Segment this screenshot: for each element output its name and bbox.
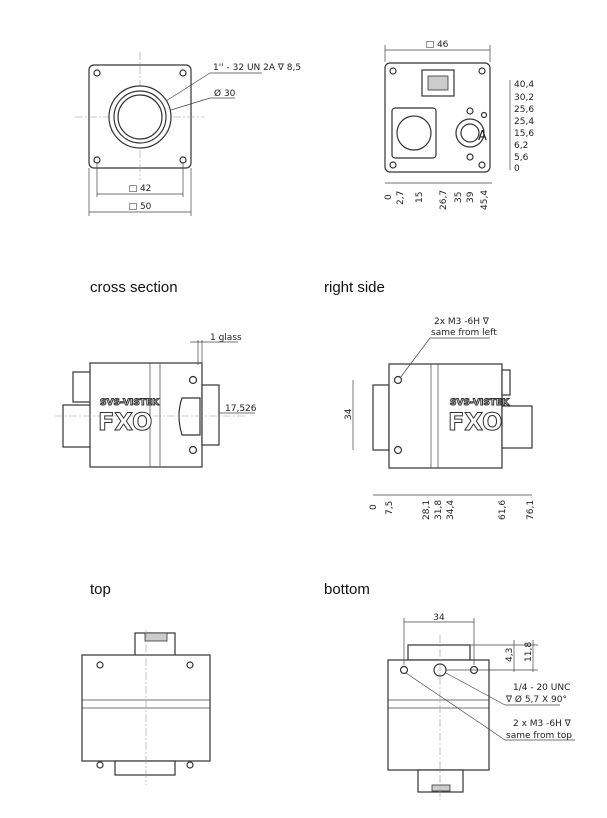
holes-label: 2 x M3 -6H ∇ bbox=[513, 719, 572, 729]
bottom-view: 34 4,3 11,8 1/4 - 20 UNC ∇ Ø 5,7 X 90° 2… bbox=[387, 613, 575, 800]
hole-note: same from left bbox=[431, 328, 497, 338]
svg-text:15,6: 15,6 bbox=[514, 129, 534, 139]
svg-text:25,6: 25,6 bbox=[514, 105, 534, 115]
back-width-label: □ 46 bbox=[426, 40, 449, 50]
svg-text:6,2: 6,2 bbox=[514, 141, 528, 151]
model-logo: FXO bbox=[98, 408, 152, 436]
heading-cross-section: cross section bbox=[90, 279, 178, 296]
svg-text:0: 0 bbox=[514, 164, 520, 174]
svg-text:76,1: 76,1 bbox=[526, 500, 536, 520]
svg-text:39: 39 bbox=[466, 191, 476, 203]
square-50-label: □ 50 bbox=[129, 202, 152, 212]
svg-text:0: 0 bbox=[384, 194, 394, 200]
height-34-label: 34 bbox=[344, 408, 354, 420]
back-right-dims: 40,4 30,2 25,6 25,4 15,6 6,2 5,6 0 bbox=[514, 80, 534, 174]
thread-label: 1'' - 32 UN 2A ∇ 8,5 bbox=[213, 63, 301, 73]
svg-text:61,6: 61,6 bbox=[498, 500, 508, 520]
svg-text:40,4: 40,4 bbox=[514, 80, 534, 90]
heading-bottom: bottom bbox=[324, 581, 370, 598]
dim-4-3: 4,3 bbox=[505, 648, 515, 662]
svg-text:31,8: 31,8 bbox=[434, 500, 444, 520]
svg-text:35: 35 bbox=[454, 192, 464, 203]
right-side-view: SVS-VISTEK FXO 2x M3 -6H ∇ same from lef… bbox=[344, 317, 536, 520]
heading-right-side: right side bbox=[324, 279, 385, 296]
svg-text:25,4: 25,4 bbox=[514, 117, 534, 127]
svg-text:2,7: 2,7 bbox=[396, 191, 406, 205]
svg-text:SVS-VISTEK: SVS-VISTEK bbox=[450, 398, 510, 408]
right-bottom-dims: 0 7,5 28,1 31,8 34,4 61,6 76,1 bbox=[369, 500, 536, 520]
svg-text:FXO: FXO bbox=[448, 408, 502, 436]
cross-section-view: SVS-VISTEK FXO 1 glass 17,526 bbox=[55, 333, 257, 468]
svg-text:26,7: 26,7 bbox=[439, 190, 449, 210]
svg-text:45,4: 45,4 bbox=[480, 190, 490, 210]
glass-label: 1 glass bbox=[210, 333, 242, 343]
top-view bbox=[81, 630, 211, 785]
svg-text:5,6: 5,6 bbox=[514, 153, 529, 163]
back-view: □ 46 A 40,4 30,2 25,6 25,4 15,6 6,2 5,6 … bbox=[384, 40, 534, 210]
svg-text:34,4: 34,4 bbox=[446, 500, 456, 520]
svg-text:30,2: 30,2 bbox=[514, 93, 534, 103]
svg-text:7,5: 7,5 bbox=[385, 501, 395, 515]
front-view: 1'' - 32 UN 2A ∇ 8,5 Ø 30 □ 42 □ 50 bbox=[75, 52, 301, 216]
hole-label: 2x M3 -6H ∇ bbox=[434, 317, 490, 327]
svg-text:28,1: 28,1 bbox=[422, 500, 432, 520]
brand-logo: SVS-VISTEK bbox=[100, 398, 160, 408]
diameter-label: Ø 30 bbox=[214, 88, 236, 99]
heading-top: top bbox=[90, 581, 111, 598]
tripod-note: ∇ Ø 5,7 X 90° bbox=[505, 694, 567, 705]
flange-label: 17,526 bbox=[225, 404, 257, 414]
svg-text:15: 15 bbox=[415, 192, 425, 203]
holes-note: same from top bbox=[506, 731, 572, 741]
back-bottom-dims: 0 2,7 15 26,7 35 39 45,4 bbox=[384, 190, 490, 210]
tripod-label: 1/4 - 20 UNC bbox=[513, 683, 570, 693]
svg-text:0: 0 bbox=[369, 504, 379, 510]
dim-11-8: 11,8 bbox=[524, 642, 534, 662]
marker-a: A bbox=[478, 129, 487, 144]
square-42-label: □ 42 bbox=[129, 184, 152, 194]
bottom-width-label: 34 bbox=[433, 613, 445, 623]
